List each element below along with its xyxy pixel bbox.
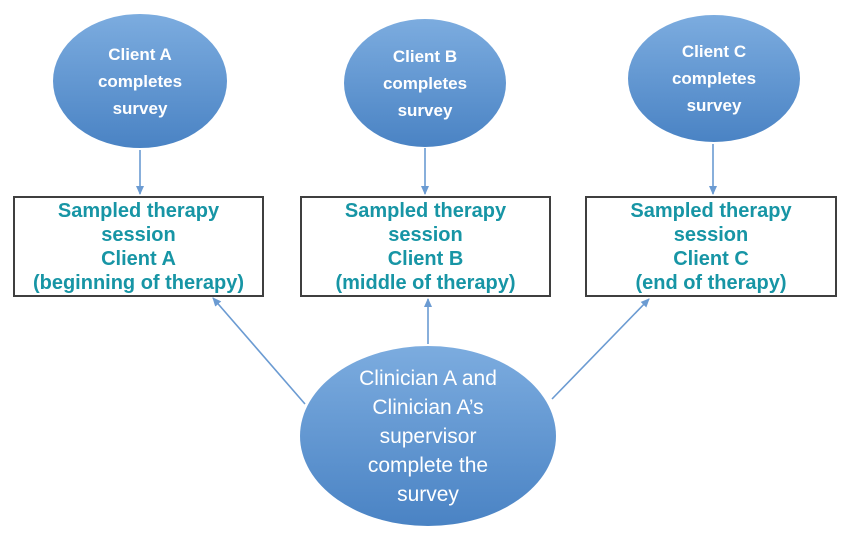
session-c-line: Sampled therapy [630,199,792,222]
client-c-line: Client C [681,42,747,61]
arrow-clinician-to-session-a [212,297,306,405]
session-b-line: session [388,223,463,246]
client-c-line: completes [671,69,757,88]
client-c-ellipse: Client C completes survey [628,15,800,142]
clinician-ellipse: Clinician A and Clinician A’s supervisor… [300,346,556,526]
client-b-ellipse: Client B completes survey [344,19,506,147]
session-a-line: session [101,223,176,246]
client-b-line: Client B [392,46,458,66]
client-b-line: completes [382,73,468,93]
session-a-line: (beginning of therapy) [32,271,245,294]
clinician-line: supervisor [379,424,477,448]
client-c-line: survey [686,96,742,115]
session-c-line: (end of therapy) [635,271,787,294]
session-b-line: (middle of therapy) [335,271,516,294]
session-a-line: Client A [101,247,176,270]
session-b-line: Sampled therapy [344,199,507,222]
client-a-line: completes [97,71,183,91]
session-c-line: session [673,223,749,246]
clinician-line: Clinician A and [359,366,497,390]
session-box-a: Sampled therapy session Client A (beginn… [13,196,264,297]
clinician-line: survey [397,482,459,506]
session-box-b: Sampled therapy session Client B (middle… [300,196,551,297]
session-c-line: Client C [673,247,749,270]
session-a-line: Sampled therapy [57,199,220,222]
session-b-line: Client B [387,247,464,270]
client-a-line: Client A [108,44,172,64]
clinician-line: complete the [367,453,489,477]
arrow-clinician-to-session-c [551,298,650,400]
client-a-ellipse: Client A completes survey [53,14,227,148]
session-box-c: Sampled therapy session Client C (end of… [585,196,837,297]
client-b-line: survey [397,100,453,120]
client-a-line: survey [112,98,168,118]
clinician-line: Clinician A’s [372,395,484,419]
